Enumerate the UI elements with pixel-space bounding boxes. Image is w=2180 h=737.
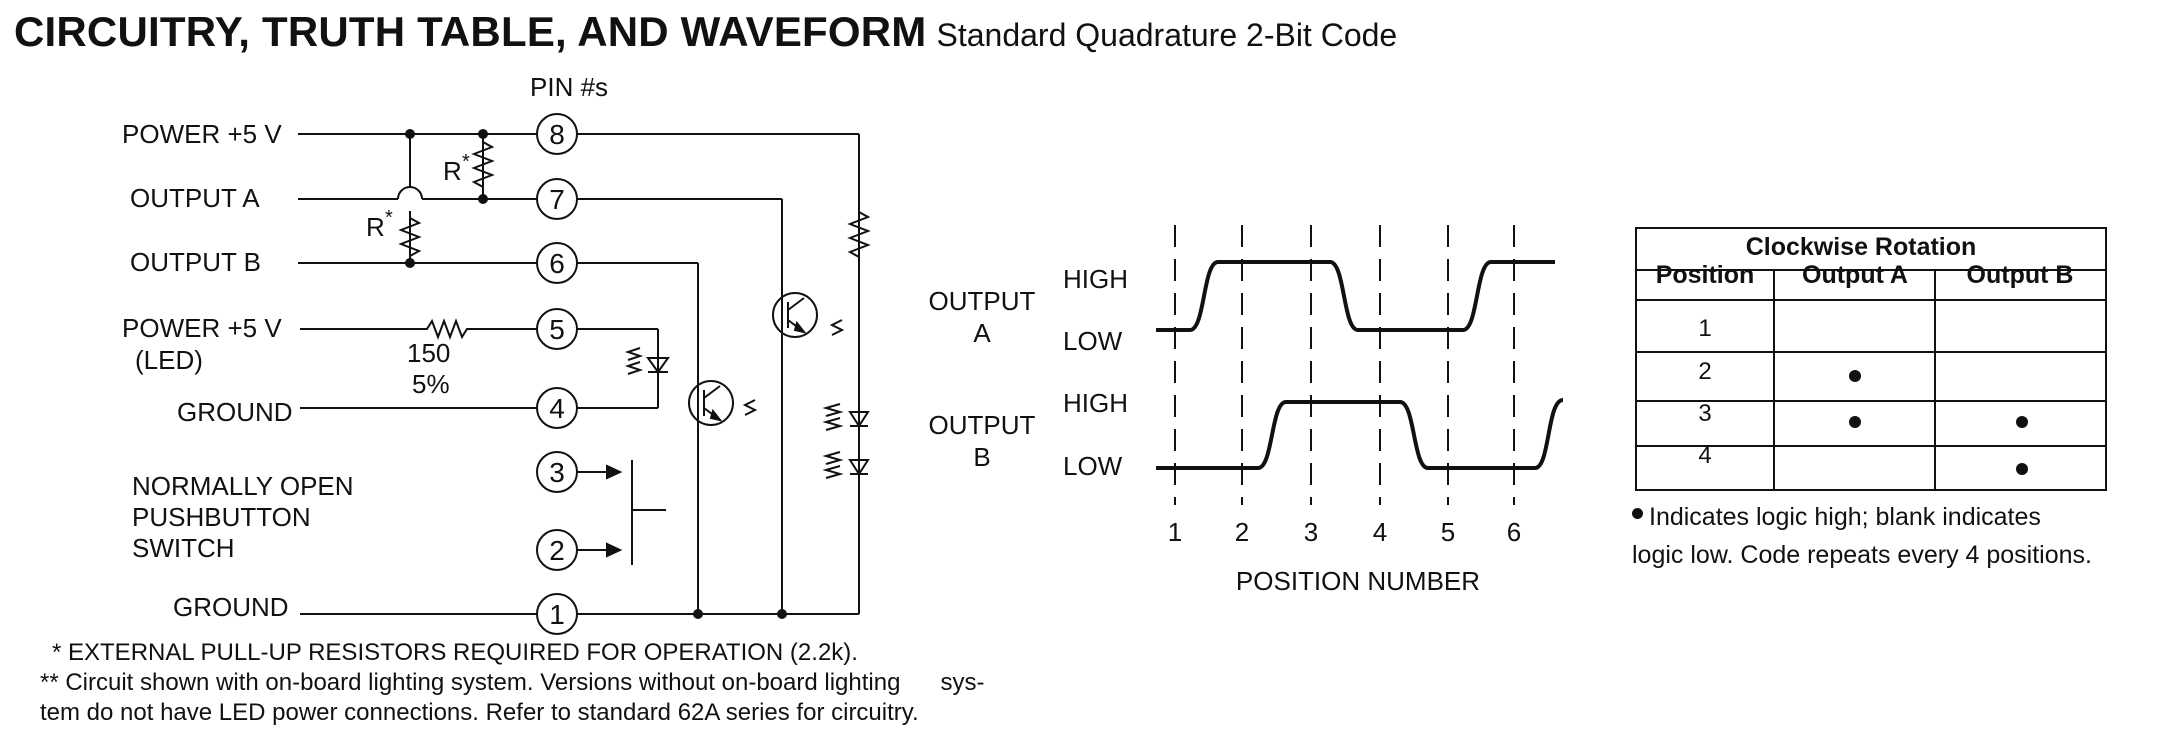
waveform-guides xyxy=(1174,225,1515,505)
pin-number: 1 xyxy=(549,599,565,630)
truth-table-header: Output A xyxy=(1802,261,1908,289)
pin-number: 3 xyxy=(549,457,565,488)
logic-high-dot-icon xyxy=(1632,508,1643,519)
arrow-icon xyxy=(597,464,623,558)
resistor-icon xyxy=(398,211,422,263)
label-switch-3: SWITCH xyxy=(132,533,235,563)
truth-table-position: 3 xyxy=(1698,400,1711,427)
position-tick: 2 xyxy=(1235,517,1249,547)
junction-dots xyxy=(405,129,787,619)
page-title: CIRCUITRY, TRUTH TABLE, AND WAVEFORM xyxy=(14,8,927,55)
label-switch-2: PUSHBUTTON xyxy=(132,502,311,532)
truth-table-dots xyxy=(1849,370,2028,475)
phototransistor-icon xyxy=(688,380,758,426)
label-output-a: OUTPUT A xyxy=(130,183,260,213)
footnote-2-tail: sys- xyxy=(940,669,985,696)
label-led: (LED) xyxy=(135,345,203,375)
label-power-led: POWER +5 V xyxy=(122,313,282,343)
truth-table-position: 2 xyxy=(1698,358,1711,385)
footnote-2: ** Circuit shown with on-board lighting … xyxy=(40,668,984,698)
caption-line-1: Indicates logic high; blank indicates xyxy=(1649,503,2041,531)
truth-table-position: 1 xyxy=(1698,315,1711,342)
position-tick: 1 xyxy=(1168,517,1182,547)
logic-high-dot xyxy=(1849,416,1861,428)
logic-high-dot xyxy=(1849,370,1861,382)
truth-table-caption: Indicates logic high; blank indicates lo… xyxy=(1632,498,2092,574)
led-resistor-value: 150 xyxy=(407,338,450,368)
waveform-a-high: HIGH xyxy=(1063,264,1128,294)
position-tick: 3 xyxy=(1304,517,1318,547)
truth-table-header: Position xyxy=(1656,261,1755,289)
resistor-label: R xyxy=(443,156,462,186)
position-tick: 4 xyxy=(1373,517,1387,547)
page-subtitle: Standard Quadrature 2-Bit Code xyxy=(936,17,1398,53)
waveform-output-a-label: OUTPUT xyxy=(929,286,1036,316)
resistor-star: * xyxy=(385,207,393,229)
waveform-output-a xyxy=(1156,260,1555,332)
waveform-output-a-letter: A xyxy=(973,318,991,348)
label-power-5v: POWER +5 V xyxy=(122,119,282,149)
pin-number: 6 xyxy=(549,248,565,279)
label-ground-4: GROUND xyxy=(177,397,293,427)
pin-number: 7 xyxy=(549,184,565,215)
waveform-output-b xyxy=(1156,398,1564,470)
logic-high-dot xyxy=(2016,416,2028,428)
led-icon xyxy=(822,403,870,431)
pin-number: 4 xyxy=(549,393,565,424)
pin-circles xyxy=(536,113,578,635)
waveform-b-high: HIGH xyxy=(1063,388,1128,418)
resistor-icon xyxy=(422,318,472,340)
waveform-xlabel: POSITION NUMBER xyxy=(1236,566,1480,596)
truth-table-grid xyxy=(1635,227,2107,491)
waveform-b-low: LOW xyxy=(1063,451,1123,481)
pin-number: 5 xyxy=(549,314,565,345)
truth-table-title: Clockwise Rotation xyxy=(1746,233,1977,261)
resistor-label: R xyxy=(366,212,385,242)
waveform-output-b-letter: B xyxy=(973,442,990,472)
logic-high-dot xyxy=(2016,463,2028,475)
label-switch-1: NORMALLY OPEN xyxy=(132,471,354,501)
pin-number: 8 xyxy=(549,119,565,150)
pin-number: 2 xyxy=(549,535,565,566)
led-resistor-tolerance: 5% xyxy=(412,369,450,399)
resistor-icon xyxy=(847,205,871,262)
phototransistor-icon xyxy=(772,292,845,338)
pin-header: PIN #s xyxy=(530,72,608,102)
waveform-output-b-label: OUTPUT xyxy=(929,410,1036,440)
position-tick: 6 xyxy=(1507,517,1521,547)
resistor-star: * xyxy=(462,151,470,173)
truth-table-header: Output B xyxy=(1967,261,2074,289)
label-ground-1: GROUND xyxy=(173,592,289,622)
footnote-2-text: ** Circuit shown with on-board lighting … xyxy=(40,669,901,696)
truth-table-position: 4 xyxy=(1698,442,1711,469)
caption-line-2: logic low. Code repeats every 4 position… xyxy=(1632,541,2092,569)
led-icon xyxy=(624,347,670,375)
footnote-1: * EXTERNAL PULL-UP RESISTORS REQUIRED FO… xyxy=(52,639,858,666)
position-tick: 5 xyxy=(1441,517,1455,547)
circuit-wires xyxy=(298,133,860,615)
led-icon xyxy=(822,451,870,479)
waveform-a-low: LOW xyxy=(1063,326,1123,356)
resistor-icon xyxy=(471,134,495,199)
label-output-b: OUTPUT B xyxy=(130,247,261,277)
footnote-3: tem do not have LED power connections. R… xyxy=(40,699,919,726)
